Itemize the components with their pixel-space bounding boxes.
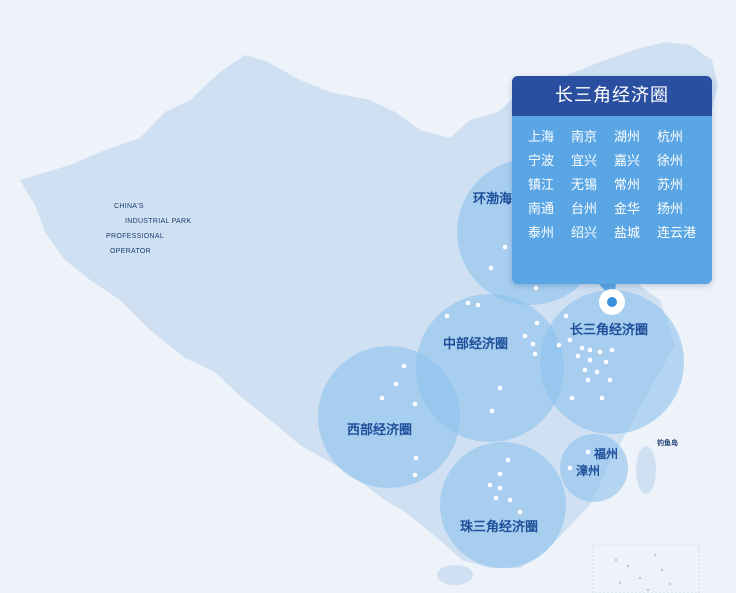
city-dot (502, 244, 508, 250)
city-dot (379, 395, 385, 401)
zone-circle-fujian[interactable] (560, 434, 628, 502)
popup-city-item[interactable]: 嘉兴 (614, 154, 641, 169)
zone-circle-pearl[interactable] (440, 442, 566, 568)
island-label-diaoyu: 钓鱼岛 (657, 439, 678, 447)
popup-city-item[interactable]: 盐城 (614, 226, 641, 241)
city-dot (497, 485, 503, 491)
city-label-zhangzhou[interactable]: 漳州 (576, 464, 601, 478)
zone-label-yangtze[interactable]: 长三角经济圈 (570, 323, 649, 338)
caption-line-2: INDUSTRIAL PARK (125, 218, 192, 225)
city-dot (497, 385, 503, 391)
city-dot (497, 471, 503, 477)
popup-city-item[interactable]: 无锡 (571, 178, 598, 193)
zone-circle-yangtze[interactable] (540, 290, 684, 434)
zone-label-western[interactable]: 西部经济圈 (347, 423, 413, 438)
city-dot (556, 342, 562, 348)
taiwan-shape (636, 446, 656, 494)
city-dot (609, 347, 615, 353)
south-sea-inset (592, 544, 700, 593)
city-dot (401, 363, 407, 369)
city-dot (579, 345, 585, 351)
city-dot (567, 465, 573, 471)
popup-city-item[interactable]: 常州 (614, 178, 641, 193)
city-dot (412, 472, 418, 478)
city-dot (493, 495, 499, 501)
island-dot (618, 581, 622, 585)
popup-city-item[interactable]: 金华 (614, 202, 641, 217)
island-dot (646, 588, 650, 592)
caption-line-4: OPERATOR (110, 248, 152, 255)
zone-circle-western[interactable] (318, 346, 460, 488)
city-dot (594, 369, 600, 375)
popup-city-item[interactable]: 宁波 (528, 154, 555, 169)
island-dot (653, 553, 657, 557)
city-dot (522, 333, 528, 339)
popup-city-item[interactable]: 杭州 (657, 130, 684, 145)
popup-city-item[interactable]: 湖州 (614, 130, 641, 145)
city-dot (505, 457, 511, 463)
island-dot (626, 564, 630, 568)
city-dots (379, 244, 615, 515)
city-dot (585, 377, 591, 383)
city-dot (575, 353, 581, 359)
city-dot (585, 449, 591, 455)
city-dot (517, 509, 523, 515)
popup-city-item[interactable]: 南京 (571, 130, 598, 145)
city-dot (567, 337, 573, 343)
city-dot (488, 265, 494, 271)
city-dot (412, 401, 418, 407)
city-dot (603, 359, 609, 365)
island-dot (660, 568, 664, 572)
city-dot (563, 313, 569, 319)
island-dot (668, 582, 672, 586)
popup-city-item[interactable]: 上海 (528, 130, 555, 145)
caption-line-3: PROFESSIONAL (106, 233, 165, 240)
zone-label-bohai[interactable]: 环渤海 (473, 192, 513, 207)
south-sea-islands (614, 553, 672, 592)
city-dot (587, 347, 593, 353)
popup-city-item[interactable]: 泰州 (528, 226, 555, 241)
zone-label-central[interactable]: 中部经济圈 (443, 337, 509, 352)
popup-city-item[interactable]: 连云港 (657, 226, 697, 241)
city-dot (465, 300, 471, 306)
hainan-shape (437, 565, 473, 585)
popup-title: 长三角经济圈 (512, 76, 712, 116)
city-dot (487, 482, 493, 488)
popup-city-item[interactable]: 徐州 (657, 154, 684, 169)
popup-city-item[interactable]: 南通 (528, 202, 555, 217)
popup-city-item[interactable]: 镇江 (528, 178, 555, 193)
city-dot (534, 320, 540, 326)
city-dot (489, 408, 495, 414)
city-dot (599, 395, 605, 401)
city-dot (507, 497, 513, 503)
city-dot (569, 395, 575, 401)
city-dot (587, 357, 593, 363)
popup-city-list: 上海 南京 湖州 杭州宁波 宜兴 嘉兴 徐州镇江 无锡 常州 苏州南通 台州 金华 扬州泰州 绍兴 盐城 连云… (512, 116, 712, 246)
city-dot (607, 377, 613, 383)
city-dot (444, 313, 450, 319)
popup-city-item[interactable]: 宜兴 (571, 154, 598, 169)
city-dot (582, 367, 588, 373)
city-dot (413, 455, 419, 461)
map-pin-icon[interactable] (599, 289, 625, 315)
zone-label-pearl[interactable]: 珠三角经济圈 (460, 520, 539, 535)
island-dot (614, 558, 618, 562)
city-dot (393, 381, 399, 387)
city-dot (475, 302, 481, 308)
city-label-fuzhou[interactable]: 福州 (594, 447, 619, 461)
city-dot (533, 285, 539, 291)
island-dot (638, 576, 642, 580)
city-dot (530, 341, 536, 347)
zone-detail-popup[interactable]: 长三角经济圈 上海 南京 湖州 杭州宁波 宜兴 嘉兴 徐州镇江 无锡 常州 苏州南通 台州 金华 扬州泰… (512, 76, 712, 284)
popup-city-item[interactable]: 苏州 (657, 178, 684, 193)
city-dot (532, 351, 538, 357)
popup-city-item[interactable]: 台州 (571, 202, 598, 217)
popup-city-item[interactable]: 扬州 (657, 202, 684, 217)
popup-city-item[interactable]: 绍兴 (571, 226, 598, 241)
caption-line-1: CHINA'S (114, 203, 144, 210)
city-dot (597, 349, 603, 355)
